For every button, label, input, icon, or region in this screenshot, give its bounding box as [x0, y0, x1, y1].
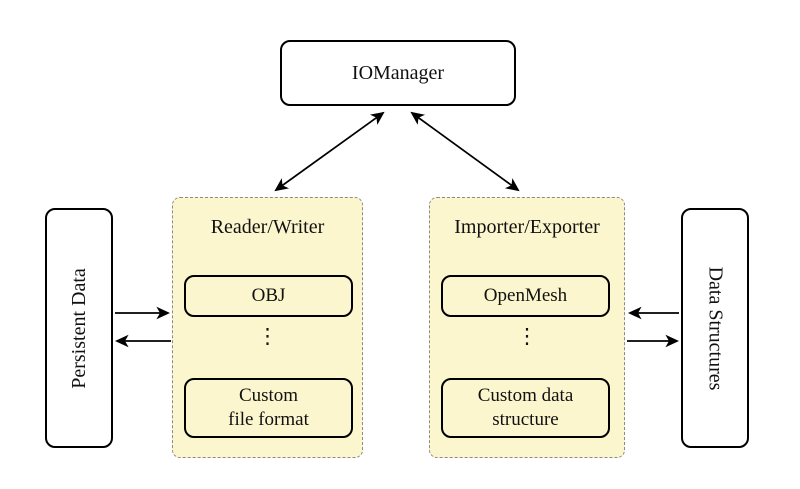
panel-reader-writer: Reader/Writer OBJ ⋮ Custom file format — [172, 197, 363, 458]
persistent-data-label: Persistent Data — [67, 267, 90, 389]
vertical-dots-icon: ⋮ — [257, 324, 278, 348]
arrow-iomanager-importerexporter — [410, 111, 520, 192]
node-obj: OBJ — [184, 275, 353, 317]
node-custom-file-format: Custom file format — [184, 378, 353, 438]
openmesh-label: OpenMesh — [483, 285, 568, 306]
node-data-structures: Data Structures — [681, 208, 749, 448]
node-iomanager: IOManager — [280, 40, 516, 106]
custom-data-structure-label: Custom data structure — [477, 385, 574, 430]
vertical-dots-icon: ⋮ — [516, 324, 538, 348]
iomanager-label: IOManager — [351, 61, 445, 84]
arrow-iomanager-readerwriter — [274, 111, 385, 192]
reader-writer-title: Reader/Writer — [210, 216, 325, 238]
node-persistent-data: Persistent Data — [45, 208, 113, 448]
data-structures-label: Data Structures — [704, 266, 727, 390]
node-custom-data-structure: Custom data structure — [441, 378, 610, 438]
custom-file-format-label: Custom file format — [228, 385, 309, 430]
obj-label: OBJ — [251, 285, 286, 306]
importer-exporter-title: Importer/Exporter — [454, 216, 600, 238]
panel-importer-exporter: Importer/Exporter OpenMesh ⋮ Custom data… — [429, 197, 625, 458]
node-openmesh: OpenMesh — [441, 275, 610, 317]
